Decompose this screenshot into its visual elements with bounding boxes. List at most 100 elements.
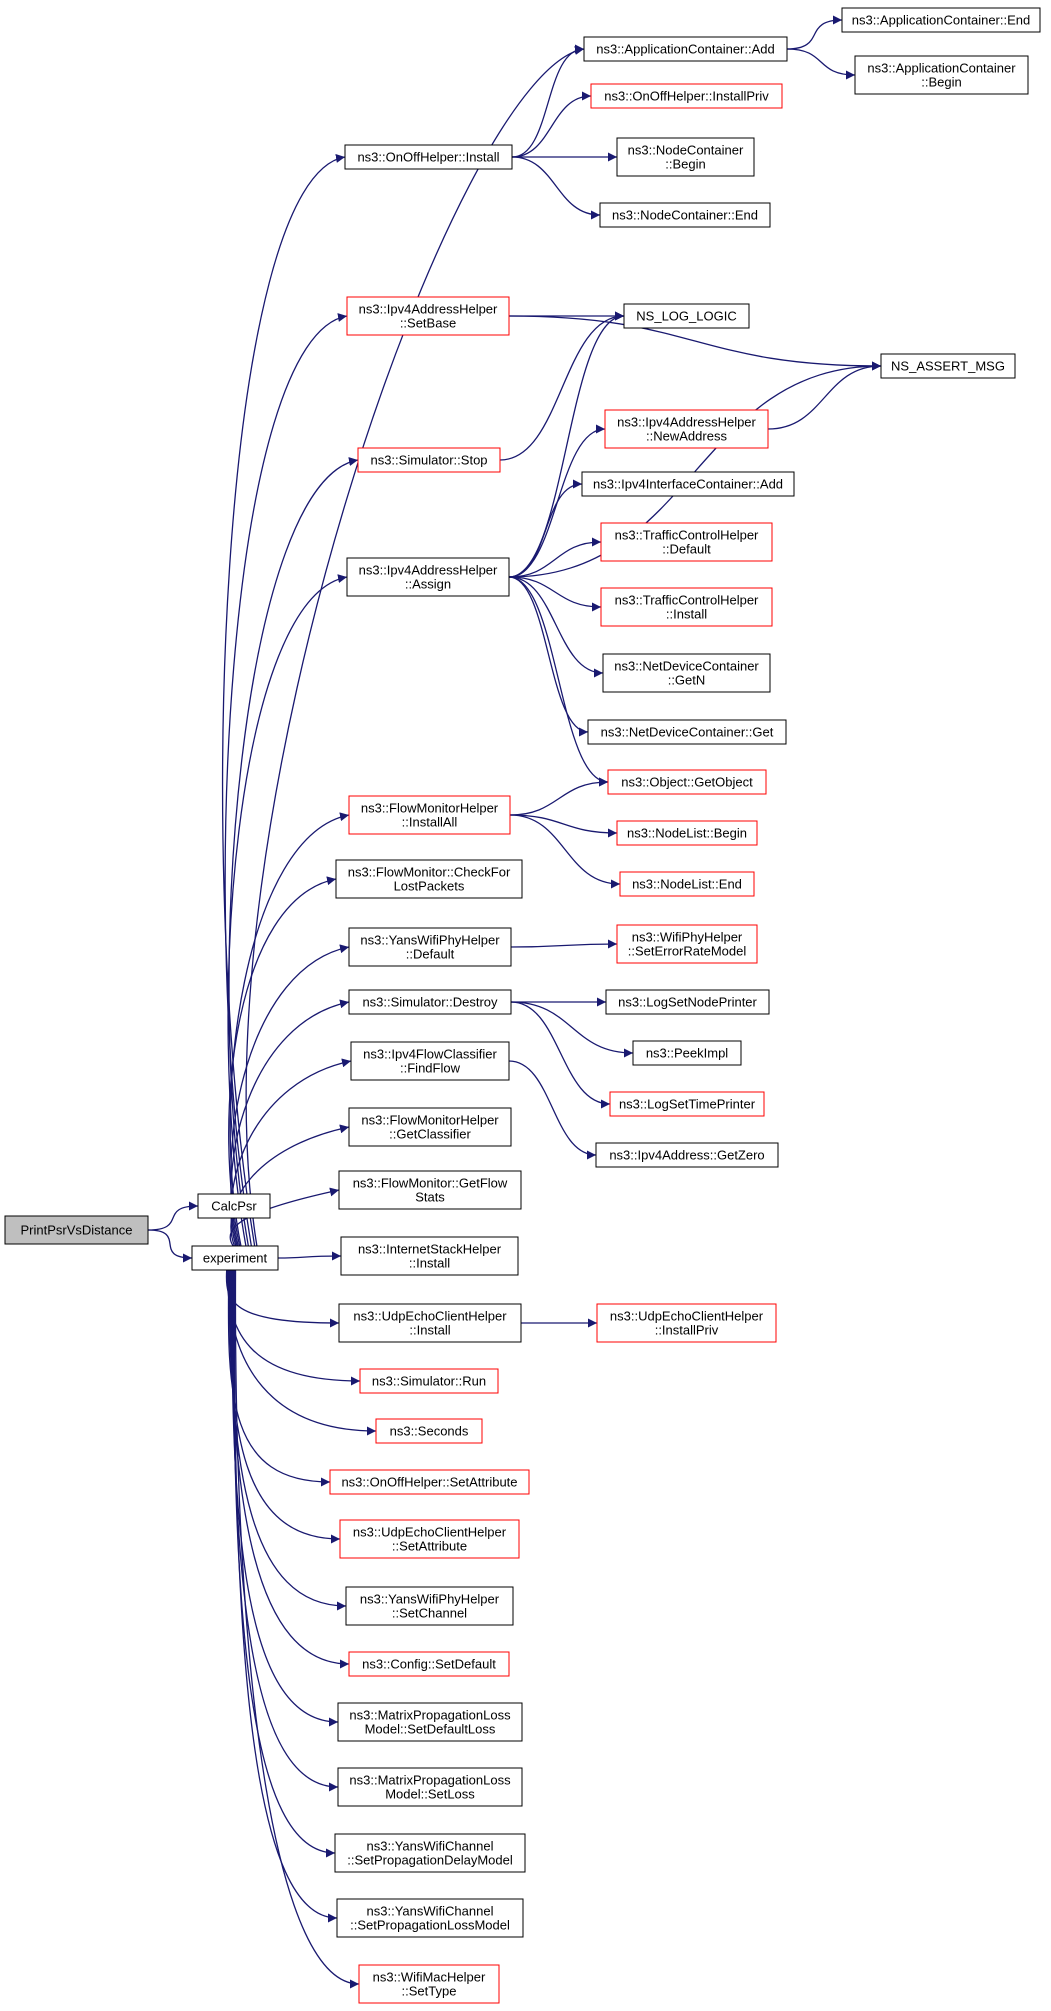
- node-label: ns3::OnOffHelper::SetAttribute: [341, 1475, 517, 1490]
- node-label: ns3::NodeContainer::End: [612, 208, 758, 223]
- node-label: ns3::NetDeviceContainer: [614, 659, 759, 674]
- node-assertmsg[interactable]: NS_ASSERT_MSG: [880, 353, 1016, 379]
- node-getzero[interactable]: ns3::Ipv4Address::GetZero: [595, 1142, 779, 1168]
- node-tcinstall[interactable]: ns3::TrafficControlHelper::Install: [600, 587, 773, 627]
- node-nodebegin[interactable]: ns3::NodeContainer::Begin: [616, 137, 755, 177]
- node-label: ::Install: [666, 607, 707, 622]
- node-box: [337, 1702, 523, 1742]
- node-label: ::InstallPriv: [655, 1323, 719, 1338]
- node-seterr[interactable]: ns3::WifiPhyHelper::SetErrorRateModel: [616, 924, 758, 964]
- node-simrun[interactable]: ns3::Simulator::Run: [359, 1368, 499, 1394]
- node-box: [197, 1193, 271, 1219]
- node-label: ns3::Simulator::Destroy: [362, 995, 498, 1010]
- node-box: [854, 55, 1029, 95]
- node-onoffsetattr[interactable]: ns3::OnOffHelper::SetAttribute: [329, 1469, 530, 1495]
- edge-assign-to-ndcget: [508, 576, 589, 737]
- node-label: ns3::FlowMonitorHelper: [361, 1113, 499, 1128]
- node-findflow[interactable]: ns3::Ipv4FlowClassifier::FindFlow: [350, 1041, 510, 1081]
- node-label: ::SetChannel: [392, 1606, 467, 1621]
- node-yansdefault[interactable]: ns3::YansWifiPhyHelper::Default: [348, 927, 512, 967]
- node-fmhinstallall[interactable]: ns3::FlowMonitorHelper::InstallAll: [348, 795, 511, 835]
- node-getclassifier[interactable]: ns3::FlowMonitorHelper::GetClassifier: [348, 1107, 512, 1147]
- node-box: [595, 1142, 779, 1168]
- node-experiment[interactable]: experiment: [191, 1245, 279, 1271]
- node-peekimpl[interactable]: ns3::PeekImpl: [632, 1040, 742, 1066]
- node-label: experiment: [203, 1251, 268, 1266]
- node-root[interactable]: PrintPsrVsDistance: [4, 1215, 149, 1245]
- node-label: ns3::OnOffHelper::Install: [357, 150, 499, 165]
- node-appadd[interactable]: ns3::ApplicationContainer::Add: [583, 36, 788, 62]
- node-box: [632, 1040, 742, 1066]
- node-setdefaultloss[interactable]: ns3::MatrixPropagationLossModel::SetDefa…: [337, 1702, 523, 1742]
- node-nlend[interactable]: ns3::NodeList::End: [619, 871, 755, 897]
- node-append[interactable]: ns3::ApplicationContainer::End: [841, 7, 1041, 33]
- edge-newaddress-to-assertmsg: [767, 361, 882, 430]
- node-udpsetattr[interactable]: ns3::UdpEchoClientHelper::SetAttribute: [339, 1519, 520, 1559]
- node-tcdefault[interactable]: ns3::TrafficControlHelper::Default: [600, 522, 773, 562]
- node-label: ::Begin: [665, 157, 705, 172]
- node-label: ::SetAttribute: [392, 1539, 467, 1554]
- node-lognode[interactable]: ns3::LogSetNodePrinter: [605, 989, 770, 1015]
- node-udpinstallpriv[interactable]: ns3::UdpEchoClientHelper::InstallPriv: [596, 1303, 777, 1343]
- edge-assign-to-tcdefault: [508, 537, 602, 578]
- node-box: [596, 1303, 777, 1343]
- node-simdestroy[interactable]: ns3::Simulator::Destroy: [348, 989, 512, 1015]
- node-nodeend[interactable]: ns3::NodeContainer::End: [599, 202, 771, 228]
- node-label: ::Default: [406, 947, 455, 962]
- node-box: [581, 471, 795, 497]
- edge-setbase-to-assertmsg: [508, 315, 882, 371]
- edge-simdestroy-to-peekimpl: [510, 1001, 634, 1058]
- node-box: [339, 1519, 520, 1559]
- node-ifcadd[interactable]: ns3::Ipv4InterfaceContainer::Add: [581, 471, 795, 497]
- node-box: [334, 1833, 526, 1873]
- node-label: ns3::Simulator::Run: [372, 1374, 486, 1389]
- node-box: [358, 1964, 500, 2004]
- node-label: ns3::NetDeviceContainer::Get: [601, 725, 774, 740]
- node-loglogic[interactable]: NS_LOG_LOGIC: [623, 303, 750, 329]
- node-getobject[interactable]: ns3::Object::GetObject: [607, 769, 767, 795]
- node-box: [346, 557, 510, 597]
- node-box: [590, 83, 783, 109]
- node-assign[interactable]: ns3::Ipv4AddressHelper::Assign: [346, 557, 510, 597]
- node-udpinstall[interactable]: ns3::UdpEchoClientHelper::Install: [338, 1303, 522, 1343]
- node-box: [375, 1418, 483, 1444]
- edge-assign-to-tcinstall: [508, 576, 602, 612]
- node-inetinstall[interactable]: ns3::InternetStackHelper::Install: [340, 1236, 519, 1276]
- node-label: ns3::MatrixPropagationLoss: [349, 1708, 511, 1723]
- node-box: [619, 871, 755, 897]
- node-setchannel[interactable]: ns3::YansWifiPhyHelper::SetChannel: [345, 1586, 514, 1626]
- node-simstop[interactable]: ns3::Simulator::Stop: [357, 447, 501, 473]
- node-seconds[interactable]: ns3::Seconds: [375, 1418, 483, 1444]
- node-appbegin[interactable]: ns3::ApplicationContainer::Begin: [854, 55, 1029, 95]
- node-calcpsr[interactable]: CalcPsr: [197, 1193, 271, 1219]
- edge-fmhinstallall-to-nlbegin: [509, 814, 618, 838]
- node-nlbegin[interactable]: ns3::NodeList::Begin: [616, 820, 758, 846]
- node-ndcget[interactable]: ns3::NetDeviceContainer::Get: [587, 719, 787, 745]
- node-setbase[interactable]: ns3::Ipv4AddressHelper::SetBase: [346, 296, 510, 336]
- node-box: [587, 719, 787, 745]
- node-box: [340, 1236, 519, 1276]
- node-box: [600, 587, 773, 627]
- node-box: [345, 1586, 514, 1626]
- node-label: ns3::YansWifiChannel: [367, 1839, 494, 1854]
- node-settype[interactable]: ns3::WifiMacHelper::SetType: [358, 1964, 500, 2004]
- node-box: [841, 7, 1041, 33]
- node-logtime[interactable]: ns3::LogSetTimePrinter: [609, 1091, 765, 1117]
- node-newaddress[interactable]: ns3::Ipv4AddressHelper::NewAddress: [604, 409, 769, 449]
- node-cfgdefault[interactable]: ns3::Config::SetDefault: [348, 1651, 510, 1677]
- node-label: ns3::NodeList::End: [632, 877, 742, 892]
- node-box: [335, 859, 523, 899]
- node-label: ns3::TrafficControlHelper: [615, 593, 759, 608]
- node-onoffinstall[interactable]: ns3::OnOffHelper::Install: [344, 144, 513, 170]
- node-box: [348, 927, 512, 967]
- node-label: ns3::OnOffHelper::InstallPriv: [604, 89, 769, 104]
- edge-experiment-to-getclassifier: [230, 1124, 350, 1247]
- node-label: ns3::MatrixPropagationLoss: [349, 1773, 511, 1788]
- node-setproploss[interactable]: ns3::YansWifiChannel::SetPropagationLoss…: [336, 1898, 524, 1938]
- node-ndcgetn[interactable]: ns3::NetDeviceContainer::GetN: [602, 653, 771, 693]
- node-setpropdelay[interactable]: ns3::YansWifiChannel::SetPropagationDela…: [334, 1833, 526, 1873]
- node-onoffpriv[interactable]: ns3::OnOffHelper::InstallPriv: [590, 83, 783, 109]
